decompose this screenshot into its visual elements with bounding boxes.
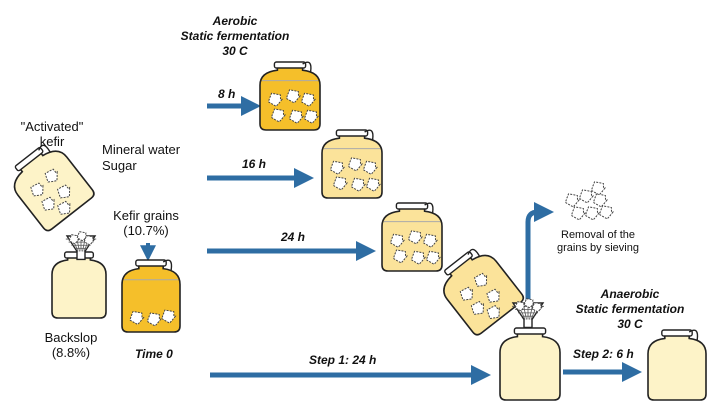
- kefir-grain: [347, 157, 364, 172]
- bottle-24h-tilted: [443, 248, 525, 336]
- label-step1: Step 1: 24 h: [309, 353, 377, 367]
- time0-label: Time 0: [135, 347, 173, 361]
- kefir-grain: [584, 206, 601, 221]
- bottle-24h: [381, 202, 443, 272]
- kefir-grain: [303, 109, 320, 124]
- kefir-grain: [531, 302, 544, 313]
- kefir-grain: [146, 312, 162, 327]
- kefir-grain: [392, 249, 409, 264]
- kefir-grain: [407, 230, 424, 245]
- grains-cluster: [564, 181, 615, 221]
- mineral-water-label: Mineral water: [102, 142, 181, 157]
- funnel-left: [65, 231, 97, 261]
- kefir-grain: [514, 301, 527, 312]
- kefir-grain: [473, 272, 488, 287]
- kefir-grain: [590, 181, 607, 196]
- label-8h: 8 h: [218, 87, 236, 101]
- kefir-grain: [288, 109, 305, 124]
- anaerobic-label: Anaerobic Static fermentation 30 C: [575, 287, 685, 331]
- removal-label: Removal of the grains by sieving: [557, 229, 639, 254]
- kefir-grain: [83, 235, 96, 246]
- bottle-step1: [499, 327, 561, 401]
- kefir-grain: [592, 193, 609, 208]
- kefir-grain: [486, 288, 500, 303]
- kefir-grain: [332, 176, 349, 191]
- kefir-grain: [30, 182, 44, 197]
- kefir-grain: [564, 193, 581, 208]
- bottle-activated-tilted: [13, 144, 95, 232]
- kefir-grain: [76, 231, 89, 242]
- kefir-grain: [41, 196, 55, 211]
- kefir-grain: [161, 309, 177, 324]
- backslop-label: Backslop (8.8%): [44, 330, 98, 360]
- kefir-grains-label: Kefir grains (10.7%): [113, 208, 179, 238]
- kefir-grain: [425, 250, 442, 265]
- bottle-16h: [321, 129, 383, 199]
- kefir-grain: [300, 92, 317, 107]
- kefir-grain: [470, 300, 484, 315]
- kefir-grain: [486, 305, 500, 320]
- kefir-grain: [422, 233, 439, 248]
- kefir-grain: [389, 233, 406, 248]
- activated-kefir-label: "Activated" kefir: [20, 119, 84, 149]
- bottle-time0: [121, 259, 181, 333]
- funnel-right: [511, 298, 545, 329]
- kefir-grain: [270, 108, 287, 123]
- bottle-step2: [647, 329, 707, 401]
- label-16h: 16 h: [242, 157, 267, 171]
- bottle-8h: [259, 61, 321, 131]
- kefir-grain: [365, 177, 382, 192]
- kefir-grain: [56, 184, 71, 199]
- kefir-grain: [410, 250, 427, 265]
- sugar-label: Sugar: [102, 158, 137, 173]
- kefir-grain: [44, 168, 58, 183]
- kefir-grain: [329, 160, 346, 175]
- kefir-grain: [285, 89, 302, 104]
- aerobic-label: Aerobic Static fermentation 30 C: [180, 14, 290, 58]
- label-24h: 24 h: [281, 230, 306, 244]
- kefir-grain: [57, 200, 71, 215]
- kefir-grain: [523, 298, 536, 309]
- kefir-grain: [267, 92, 284, 107]
- kefir-grain: [578, 189, 595, 204]
- kefir-grain: [129, 310, 145, 326]
- bottle-backslop: [51, 251, 107, 319]
- label-step2: Step 2: 6 h: [573, 347, 634, 361]
- kefir-grain: [362, 160, 379, 175]
- kefir-grain: [570, 206, 587, 221]
- kefir-grain: [350, 177, 367, 192]
- arrow-removal: [525, 202, 554, 300]
- kefir-grain: [598, 205, 615, 220]
- kefir-grain: [459, 286, 473, 301]
